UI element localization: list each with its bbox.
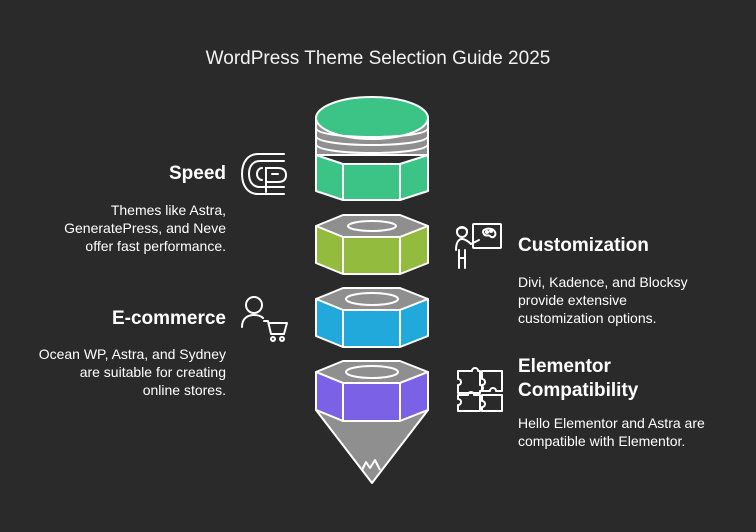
purple-cone-layer bbox=[315, 360, 429, 484]
customization-line-3: customization options. bbox=[518, 310, 657, 326]
ecommerce-line-3: online stores. bbox=[142, 382, 226, 398]
speed-line-2: GeneratePress, and Neve bbox=[64, 220, 226, 236]
elementor-line-2: compatible with Elementor. bbox=[518, 433, 686, 449]
designer-palette-icon bbox=[455, 223, 502, 269]
puzzle-icon bbox=[457, 367, 503, 412]
speed-line-1: Themes like Astra, bbox=[110, 202, 226, 218]
ecommerce-description: Ocean WP, Astra, and Sydney are suitable… bbox=[39, 345, 226, 399]
green-cylinder-layer bbox=[315, 96, 429, 201]
olive-hex-layer bbox=[315, 214, 429, 275]
customization-line-2: provide extensive bbox=[518, 292, 627, 308]
speed-description: Themes like Astra, GeneratePress, and Ne… bbox=[64, 201, 226, 255]
elementor-description: Hello Elementor and Astra are compatible… bbox=[518, 414, 705, 450]
speedometer-icon bbox=[240, 153, 288, 195]
blue-hex-layer bbox=[315, 287, 429, 348]
ecommerce-line-2: are suitable for creating bbox=[79, 364, 226, 380]
ecommerce-heading: E-commerce bbox=[111, 308, 226, 329]
customization-description: Divi, Kadence, and Blocksy provide exten… bbox=[518, 273, 688, 327]
page-title: WordPress Theme Selection Guide 2025 bbox=[205, 48, 551, 69]
elementor-heading-line-1: Elementor bbox=[518, 356, 611, 377]
customization-line-1: Divi, Kadence, and Blocksy bbox=[518, 274, 688, 290]
elementor-heading: Elementor Compatibility bbox=[518, 355, 638, 403]
shopper-cart-icon bbox=[241, 296, 288, 342]
speed-line-3: offer fast performance. bbox=[85, 238, 226, 254]
customization-heading: Customization bbox=[518, 235, 649, 256]
elementor-heading-line-2: Compatibility bbox=[518, 380, 639, 401]
elementor-line-1: Hello Elementor and Astra are bbox=[518, 415, 705, 431]
ecommerce-line-1: Ocean WP, Astra, and Sydney bbox=[38, 346, 226, 362]
speed-heading: Speed bbox=[168, 163, 226, 184]
